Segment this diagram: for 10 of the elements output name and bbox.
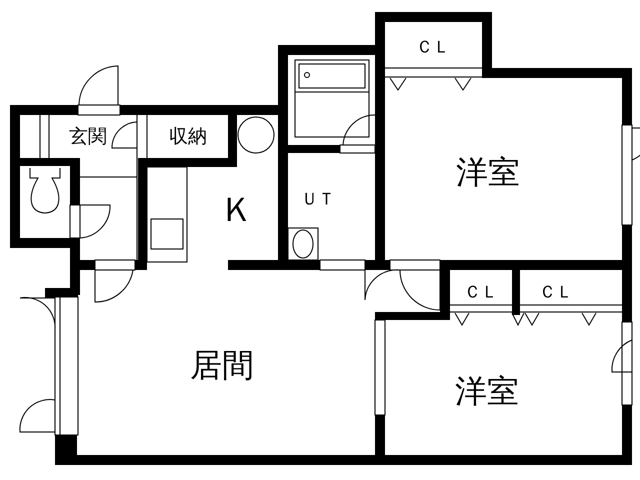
room-label: 居間: [190, 349, 254, 381]
room-label: ＵＴ: [301, 192, 335, 208]
room-label: ＣＬ: [464, 284, 498, 302]
room-label: 収納: [169, 128, 207, 146]
room-label: Ｋ: [220, 193, 254, 227]
room-label: ＣＬ: [539, 284, 573, 302]
room-label: 洋室: [456, 156, 520, 188]
room-label: 洋室: [455, 375, 519, 407]
room-label: 玄関: [69, 128, 107, 146]
room-label: ＣＬ: [416, 40, 450, 56]
